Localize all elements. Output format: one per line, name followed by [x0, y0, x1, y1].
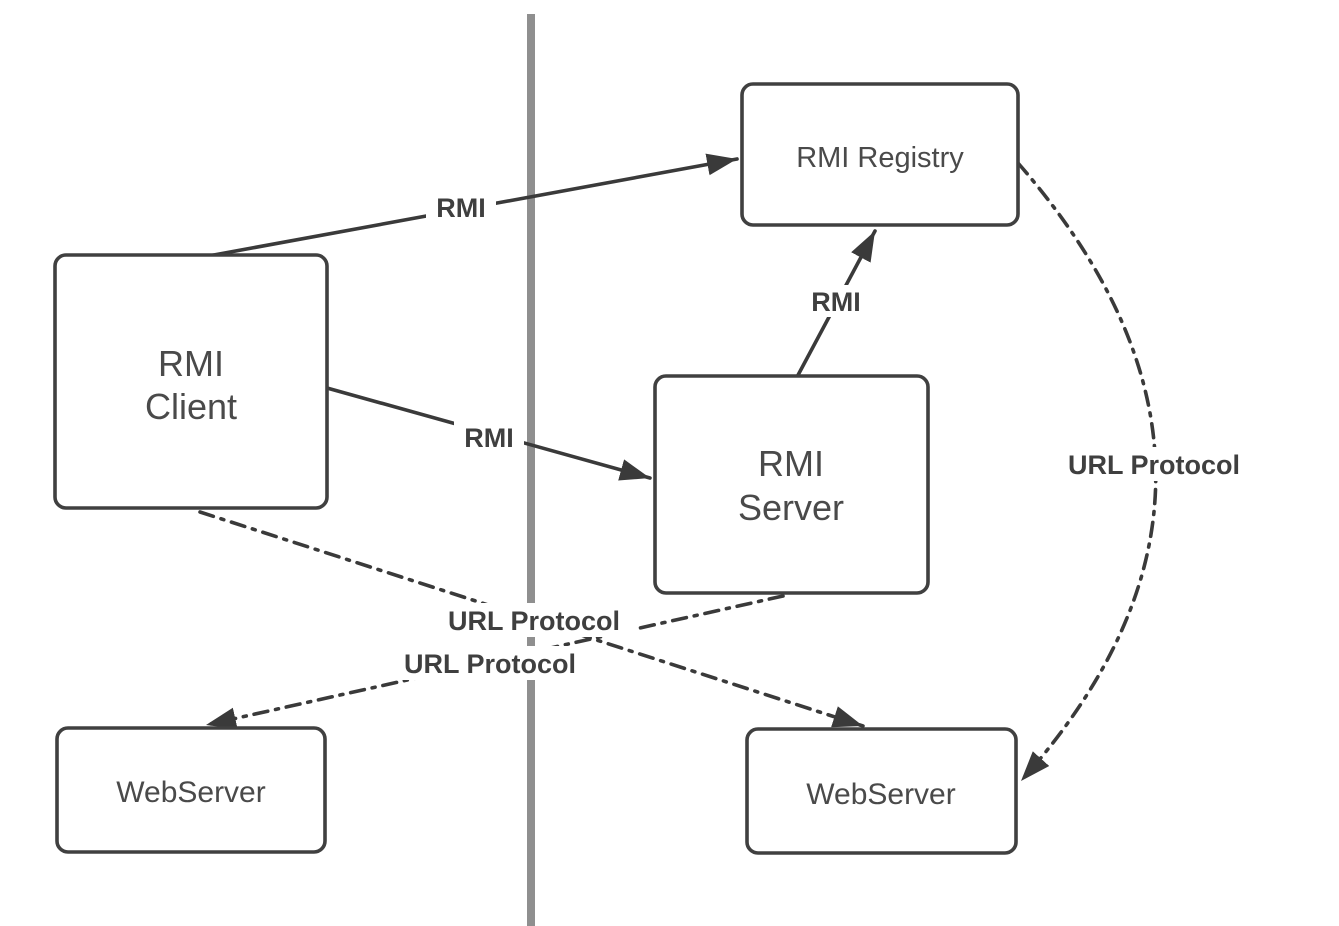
webserver-left-label: WebServer: [116, 776, 266, 809]
rmi-registry-box: [740, 82, 1020, 227]
edge-label-server-to-left-webserver: URL Protocol: [386, 646, 594, 680]
edge-label-client-registry-text: RMI: [436, 193, 486, 223]
webserver-left-box: [55, 726, 327, 854]
rmi-registry-node: RMI Registry: [740, 82, 1020, 227]
webserver-right-label: WebServer: [806, 778, 956, 811]
edge-label-client-server: RMI: [454, 421, 524, 453]
webserver-left-node: WebServer: [55, 726, 327, 854]
edge-label-client-to-right-webserver: URL Protocol: [430, 603, 638, 637]
webserver-right-node: WebServer: [745, 727, 1018, 855]
network-boundary-divider: [527, 14, 535, 926]
rmi-server-label-line1: RMI: [758, 443, 824, 484]
edge-label-client-registry: RMI: [426, 191, 496, 223]
edge-label-server-to-left-webserver-text: URL Protocol: [404, 649, 576, 679]
rmi-client-label-line1: RMI: [158, 343, 224, 384]
edge-label-client-to-right-webserver-text: URL Protocol: [448, 606, 620, 636]
rmi-server-node: RMI Server: [653, 374, 930, 595]
rmi-server-label-line2: Server: [738, 487, 844, 528]
edge-label-client-server-text: RMI: [464, 423, 514, 453]
rmi-client-label-line2: Client: [145, 386, 237, 427]
rmi-server-box: [653, 374, 930, 595]
webserver-right-box: [745, 727, 1018, 855]
edge-label-server-registry-text: RMI: [811, 287, 861, 317]
rmi-client-box: [53, 253, 329, 510]
rmi-registry-label: RMI Registry: [796, 142, 964, 174]
edge-label-registry-to-right-webserver: URL Protocol: [1050, 447, 1258, 481]
edge-label-server-registry: RMI: [801, 285, 871, 317]
edge-label-registry-to-right-webserver-text: URL Protocol: [1068, 450, 1240, 480]
rmi-client-node: RMI Client: [53, 253, 329, 510]
edge-registry-to-right-webserver: [1016, 161, 1158, 783]
